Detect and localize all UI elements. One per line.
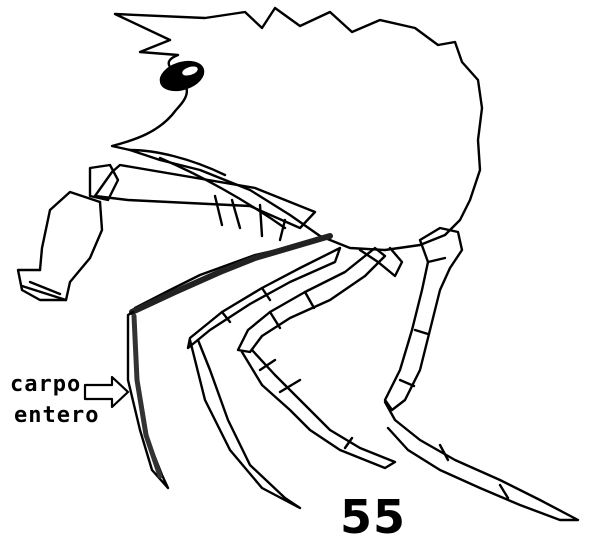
leg-4-lower [385,402,578,520]
label-entero: entero [14,405,99,427]
leg-2 [188,248,340,348]
cheliped-palm [18,202,102,300]
label-carpo: carpo [10,374,81,396]
figure-number: 55 [340,494,406,540]
carapace-outline [112,8,482,250]
eye-icon [157,57,207,95]
cheliped-merus [95,165,315,228]
leg-3 [238,248,385,352]
cheliped-fingers [22,282,66,300]
leg-2-lower [190,340,300,508]
leg-1-dark-band [132,236,330,312]
